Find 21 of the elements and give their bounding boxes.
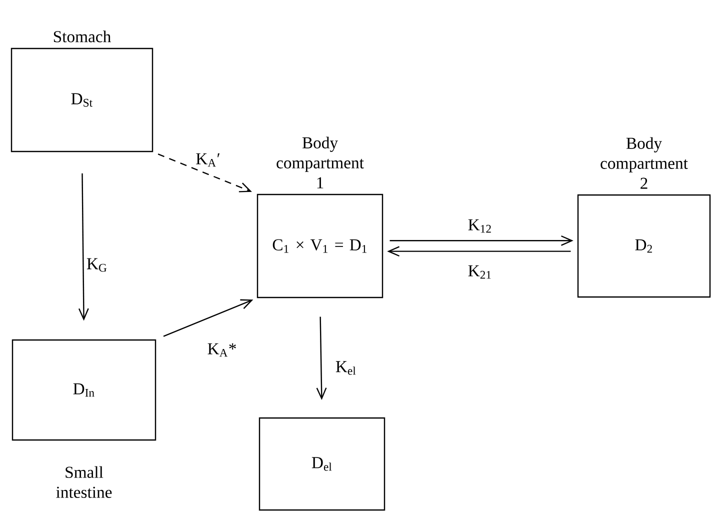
arrow <box>316 316 327 400</box>
edge-label: K$_{el}$ <box>334 360 358 376</box>
arrow <box>387 246 571 257</box>
compartment-box: D$_{St}$ <box>10 48 154 152</box>
edge-label: K$_{21}$ <box>466 264 494 280</box>
compartment-box: C$_{1}$ × V$_{1}$ = D$_{1}$ <box>256 194 384 298</box>
compartment-box: D$_{el}$ <box>258 417 386 511</box>
compartment-label: Body compartment 2 <box>600 137 688 189</box>
compartment-box: D$_{2}$ <box>577 194 711 298</box>
arrow <box>158 154 252 192</box>
compartment-box: D$_{In}$ <box>12 339 156 441</box>
edge-label: K$_{12}$ <box>466 218 494 234</box>
compartment-label: Stomach <box>54 30 111 42</box>
edge-label: K$_{A}$′ <box>194 152 222 168</box>
arrow <box>390 235 574 246</box>
compartment-label: Body compartment 1 <box>276 136 364 188</box>
edge-label: K$_{G}$ <box>85 256 109 274</box>
arrow <box>163 299 254 337</box>
compartment-label: Small intestine <box>56 466 112 498</box>
edge-label: K$_{A}$* <box>206 342 238 358</box>
arrow <box>78 173 89 321</box>
